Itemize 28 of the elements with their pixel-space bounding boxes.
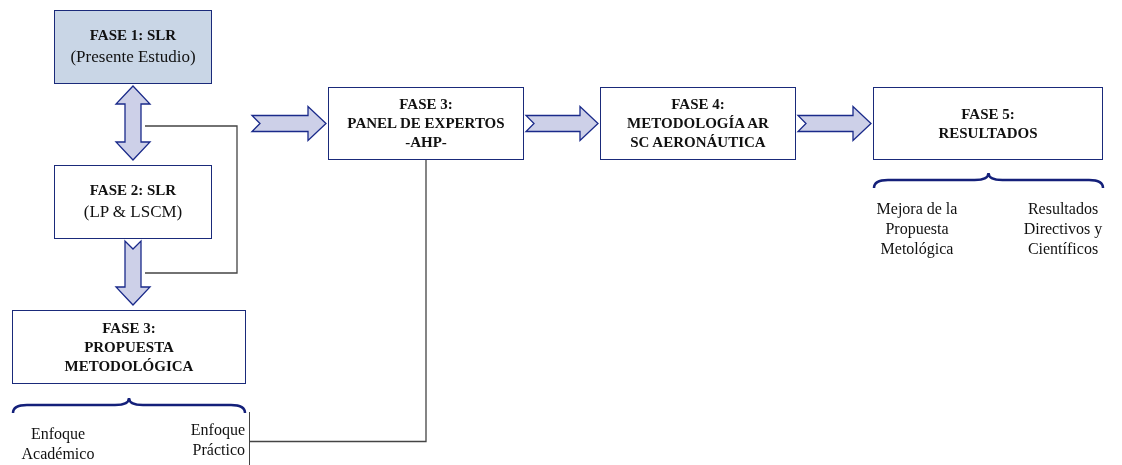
- block-arrow: [114, 85, 152, 161]
- note-text: Mejora de la Propuesta Metológica: [875, 199, 959, 259]
- phase-box: [54, 165, 212, 239]
- block-arrow: [250, 105, 327, 142]
- phase-box: [328, 87, 524, 160]
- note-text: Resultados Directivos y Científicos: [1022, 199, 1104, 259]
- phase-box: [54, 10, 212, 84]
- phase-box: [600, 87, 796, 160]
- connector-line: [249, 159, 427, 443]
- phase-title: FASE 3:: [102, 318, 156, 338]
- phase-title: FASE 5:: [961, 104, 1015, 124]
- phase-title: FASE 3:: [399, 95, 453, 114]
- phase-subtitle: (LP & LSCM): [83, 200, 183, 223]
- phase-subtitle: RESULTADOS: [938, 123, 1038, 143]
- block-arrow: [524, 105, 599, 142]
- phase-subtitle: PANEL DE EXPERTOS -AHP-: [346, 114, 506, 152]
- block-arrow: [796, 105, 872, 142]
- bracket-text: Enfoque Práctico: [160, 412, 250, 465]
- phase-title: FASE 4:: [671, 95, 725, 114]
- phase-box: [873, 87, 1103, 160]
- phase-title: FASE 1: SLR: [89, 25, 177, 45]
- phase-subtitle: METODOLOGÍA AR SC AERONÁUTICA: [626, 114, 770, 152]
- block-arrow: [114, 239, 152, 306]
- phase-box: [12, 310, 246, 384]
- phase-subtitle: (Presente Estudio): [70, 45, 196, 68]
- phase-title: FASE 2: SLR: [89, 180, 177, 200]
- note-text: Enfoque Académico: [20, 424, 96, 464]
- phase-subtitle: PROPUESTA METODOLÓGICA: [63, 337, 195, 376]
